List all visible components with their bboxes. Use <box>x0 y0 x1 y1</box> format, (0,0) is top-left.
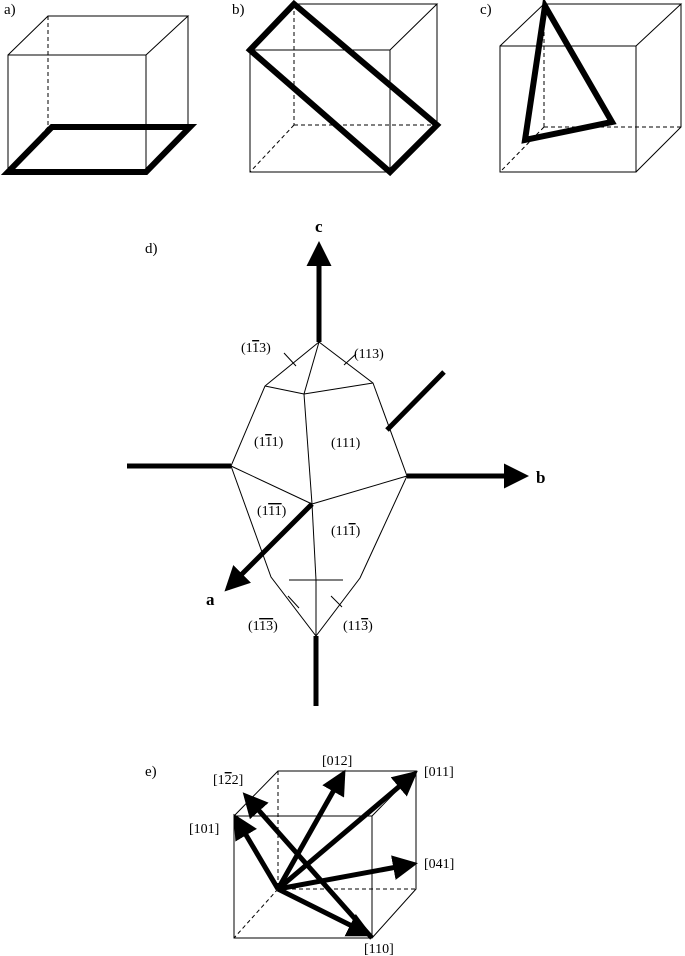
panel-e: e) [122] [012] [011] [101] [041] [110] <box>145 754 454 956</box>
vector-041 <box>277 855 418 892</box>
face-label-111: (111) <box>331 436 361 451</box>
vector-011 <box>276 770 418 891</box>
direction-label-041: [041] <box>424 857 454 872</box>
cube-b <box>249 3 439 173</box>
panel-b-label: b) <box>232 2 245 18</box>
vector-101 <box>233 813 281 891</box>
panel-c: c) <box>480 0 683 173</box>
panel-a: a) <box>0 2 198 175</box>
crystal-faces <box>230 341 408 637</box>
face-label-1-1-1: (111) <box>257 504 287 519</box>
panel-e-label: e) <box>145 764 157 780</box>
panel-d: d) c b a (113) ( <box>127 217 545 706</box>
face-label-1-11: (111) <box>254 435 284 450</box>
panel-b: b) <box>232 0 442 177</box>
axis-b-label: b <box>536 468 545 487</box>
vector-012 <box>275 769 346 891</box>
panel-d-label: d) <box>145 241 158 257</box>
direction-label-110: [110] <box>364 942 394 956</box>
face-label-113: (113) <box>354 347 384 362</box>
axis-a-back <box>385 370 446 432</box>
direction-vectors <box>233 769 418 940</box>
direction-label-011: [011] <box>424 765 454 780</box>
panel-c-label: c) <box>480 2 492 18</box>
plane-001 <box>0 124 198 175</box>
axis-a-line <box>224 502 314 592</box>
axis-a-label: a <box>206 590 215 609</box>
face-label-1-1-3: (113) <box>248 619 278 634</box>
direction-label-012: [012] <box>322 754 352 769</box>
face-label-11-1: (111) <box>331 524 361 539</box>
plane-111 <box>521 0 617 144</box>
plane-1-10 <box>245 0 442 177</box>
direction-label-1-22: [122] <box>213 773 243 788</box>
vector-110 <box>276 886 373 937</box>
axis-c-label: c <box>315 217 323 236</box>
panel-a-label: a) <box>4 2 16 18</box>
face-label-11-3: (113) <box>343 619 373 634</box>
direction-label-101: [101] <box>189 822 219 837</box>
face-label-1-13: (113) <box>241 341 271 356</box>
